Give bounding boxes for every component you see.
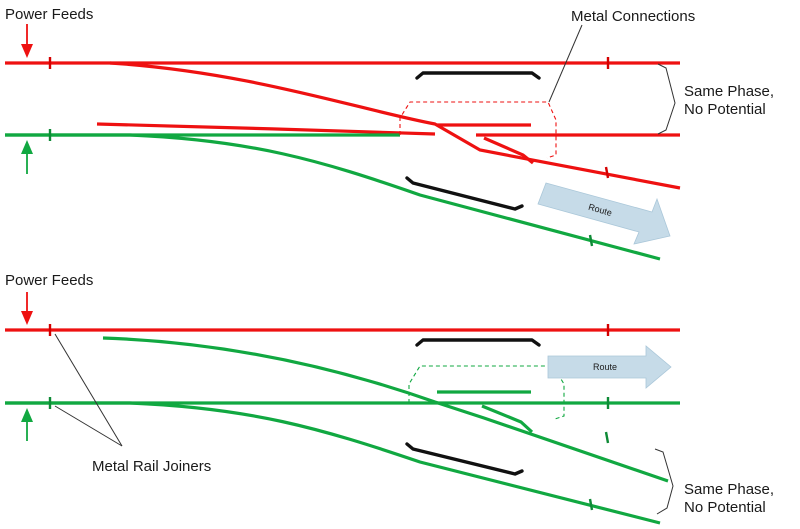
top-upper-guard-rail <box>415 71 541 80</box>
bottom-power-feed-arrow-red <box>21 292 33 325</box>
top-rail-joiner <box>604 166 610 179</box>
bottom-turnout: Route <box>5 292 680 525</box>
bottom-metal-connection-wire <box>408 365 565 420</box>
bottom-upper-guard-rail <box>415 338 541 347</box>
bottom-rail-joiner <box>588 498 594 511</box>
top-power-feed-arrow-red <box>21 24 33 58</box>
bottom-same-phase-label-line1: Same Phase, <box>684 481 774 498</box>
top-lower-guard-rail <box>405 176 524 211</box>
top-same-phase-label-line2: No Potential <box>684 101 766 118</box>
metal-connections-leader <box>548 24 583 103</box>
top-red-frog-rail <box>483 136 534 165</box>
top-route-arrow: Route <box>537 182 671 245</box>
top-turnout: Route <box>5 24 681 261</box>
bottom-route-label: Route <box>593 362 617 372</box>
bottom-route-arrow: Route <box>547 345 672 389</box>
bottom-power-feed-arrow-green <box>21 408 33 441</box>
bottom-green-point-rail <box>102 336 669 483</box>
top-same-phase-bracket <box>657 63 676 135</box>
top-green-diverging-rail <box>5 133 661 261</box>
top-rail-joiner <box>588 234 594 247</box>
bottom-same-phase-bracket <box>654 448 674 515</box>
top-power-feed-arrow-green <box>21 140 33 174</box>
metal-connections-label: Metal Connections <box>571 8 695 25</box>
metal-rail-joiners-label: Metal Rail Joiners <box>92 458 211 475</box>
bottom-green-diverging-rail <box>5 401 661 525</box>
top-metal-connection-wire <box>399 101 557 159</box>
top-red-point-rail <box>96 122 436 136</box>
top-diverging-red-closure-rail <box>109 61 681 190</box>
bottom-same-phase-label-line2: No Potential <box>684 499 766 516</box>
top-same-phase-label-line1: Same Phase, <box>684 83 774 100</box>
bottom-lower-guard-rail <box>405 442 524 476</box>
bottom-rail-joiner <box>604 431 610 444</box>
bottom-green-frog-rail <box>481 404 534 434</box>
power-feeds-label: Power Feeds <box>5 6 93 23</box>
rail-joiners-leader <box>54 333 123 447</box>
rail-joiners-leader <box>54 405 123 447</box>
power-feeds-label-bottom: Power Feeds <box>5 272 93 289</box>
